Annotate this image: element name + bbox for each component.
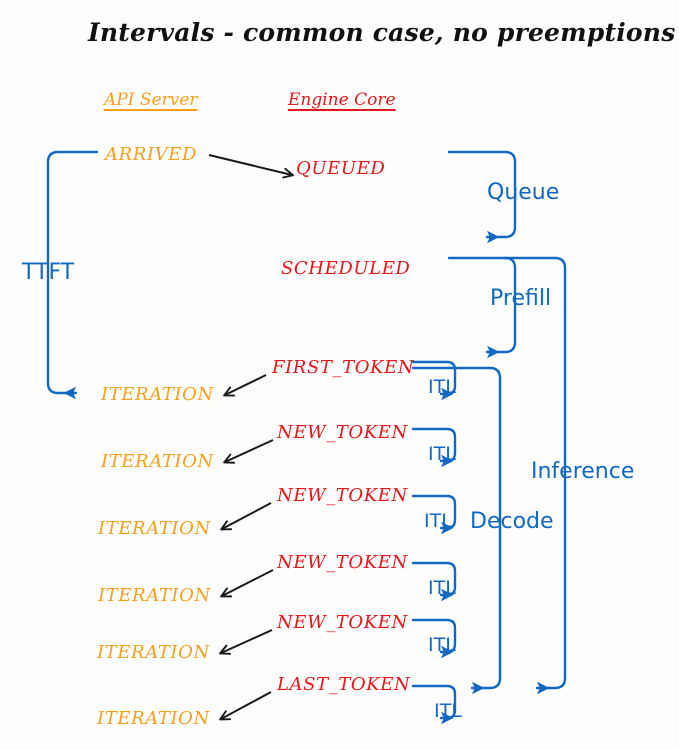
- interval-label-itl-1: ITL: [428, 376, 456, 398]
- state-iteration-6: ITERATION: [97, 708, 210, 729]
- state-new-token-2: NEW_TOKEN: [277, 485, 408, 506]
- interval-label-itl-2: ITL: [428, 443, 456, 465]
- state-iteration-1: ITERATION: [101, 384, 214, 405]
- state-queued: QUEUED: [296, 158, 386, 179]
- page-title: Intervals - common case, no preemptions: [88, 18, 676, 47]
- state-last-token: LAST_TOKEN: [277, 674, 411, 695]
- state-arrived: ARRIVED: [105, 144, 197, 165]
- state-new-token-3: NEW_TOKEN: [277, 552, 408, 573]
- state-new-token-4: NEW_TOKEN: [277, 612, 408, 633]
- state-iteration-2: ITERATION: [101, 451, 214, 472]
- state-iteration-4: ITERATION: [98, 585, 211, 606]
- state-first-token: FIRST_TOKEN: [272, 357, 415, 378]
- interval-label-prefill: Prefill: [490, 286, 552, 311]
- interval-label-itl-6: ITL: [434, 700, 462, 722]
- state-new-token-1: NEW_TOKEN: [277, 422, 408, 443]
- state-iteration-3: ITERATION: [98, 518, 211, 539]
- interval-label-ttft: TTFT: [22, 260, 75, 285]
- interval-label-itl-3: ITL: [424, 510, 452, 532]
- interval-label-inference: Inference: [531, 459, 635, 484]
- column-header-engine-core: Engine Core: [288, 90, 396, 110]
- itl-brackets: [411, 360, 457, 725]
- interval-label-itl-4: ITL: [428, 577, 456, 599]
- interval-label-decode: Decode: [470, 509, 554, 534]
- column-header-api-server: API Server: [104, 90, 198, 110]
- interval-label-queue: Queue: [487, 180, 560, 205]
- interval-label-itl-5: ITL: [428, 634, 456, 656]
- state-iteration-5: ITERATION: [97, 642, 210, 663]
- state-scheduled: SCHEDULED: [281, 258, 411, 279]
